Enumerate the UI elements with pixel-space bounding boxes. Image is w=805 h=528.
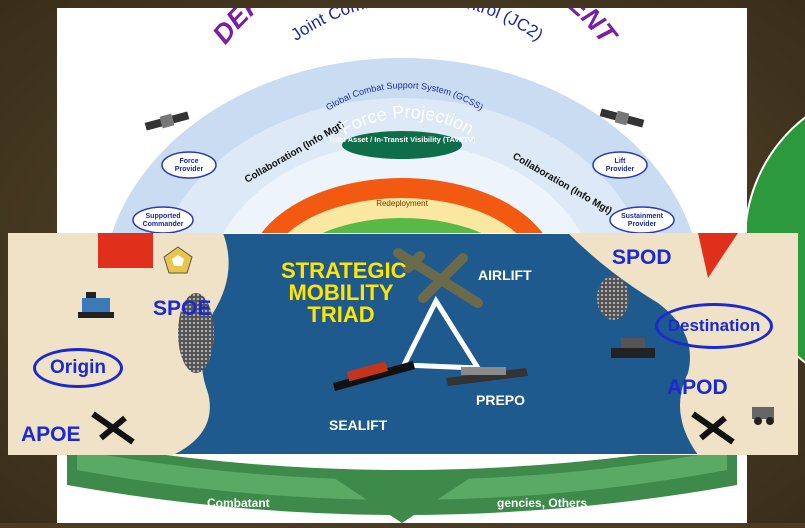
supported-commander-bubble: Supported Commander	[132, 206, 194, 234]
tav-badge	[342, 131, 462, 159]
jc2-label: Joint Command and Control (JC2)	[287, 8, 546, 45]
triad-line-1: STRATEGIC	[281, 258, 407, 283]
svg-text:Provider: Provider	[606, 166, 635, 173]
svg-text:Lift: Lift	[615, 158, 627, 165]
spoe-label: SPOE	[153, 297, 212, 320]
destination-aircraft-icon	[691, 411, 735, 445]
tav-label: Total Asset / In-Transit Visibility (TAV…	[328, 135, 476, 144]
triad-title: STRATEGIC MOBILITY TRIAD	[281, 258, 407, 327]
origin-land	[8, 233, 229, 455]
red-marker-right	[698, 233, 738, 278]
triad-line-3: TRIAD	[307, 302, 375, 327]
svg-text:Provider: Provider	[628, 221, 657, 228]
sustainment-provider-bubble: Sustainment Provider	[609, 206, 675, 234]
apoe-label: APOE	[21, 423, 81, 446]
svg-text:Provider: Provider	[175, 166, 204, 173]
triad-triangle	[400, 295, 483, 371]
prepo-ship-icon	[446, 367, 528, 386]
destination-label: Destination	[667, 316, 761, 335]
footer-right-text: gencies, Others	[497, 496, 587, 510]
mobility-triad-map	[8, 233, 798, 455]
svg-text:Force: Force	[179, 158, 198, 165]
ship-icon	[611, 338, 655, 358]
prepo-label: PREPO	[476, 392, 526, 408]
svg-text:Commander: Commander	[143, 221, 184, 228]
apod-label: APOD	[667, 376, 728, 399]
force-provider-bubble: Force Provider	[161, 151, 217, 179]
sealift-label: SEALIFT	[329, 417, 388, 433]
svg-text:Supported: Supported	[146, 213, 181, 220]
origin-label: Origin	[50, 357, 106, 378]
airlift-label: AIRLIFT	[478, 267, 532, 283]
origin-aircraft-icon	[91, 411, 135, 445]
redeployment-label: Redeployment	[376, 199, 428, 208]
sealift-ship-icon	[333, 361, 415, 391]
deployment-arc-panel: DEPLOYMENT / REDEPLOYMENT Joint Command …	[57, 8, 747, 248]
triad-line-2: MOBILITY	[288, 280, 394, 305]
origin-bubble: Origin	[33, 348, 123, 388]
red-marker-left	[98, 233, 153, 268]
vehicles-icon	[752, 407, 774, 425]
pentagon-building-icon	[163, 246, 193, 274]
footer-left-text: Combatant	[207, 496, 270, 510]
airlift-plane-icon	[393, 248, 483, 308]
destination-land	[568, 233, 798, 455]
diagram-title: DEPLOYMENT / REDEPLOYMENT	[207, 8, 624, 51]
satellite-left-icon	[144, 111, 190, 131]
lift-provider-bubble: Lift Provider	[592, 151, 648, 179]
spod-label: SPOD	[612, 246, 672, 269]
svg-text:Sustainment: Sustainment	[621, 213, 664, 220]
port-facility-icon	[78, 292, 114, 318]
destination-bubble: Destination	[655, 303, 773, 349]
